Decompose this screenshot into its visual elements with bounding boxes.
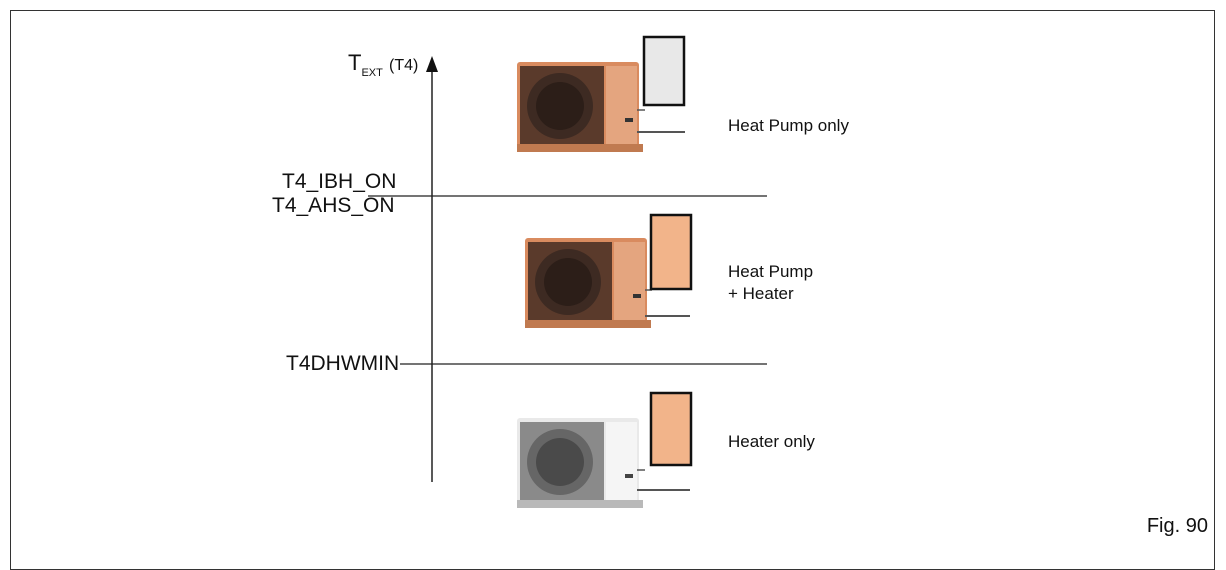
figure-label: Fig. 90: [1147, 515, 1208, 538]
axis-arrow-icon: [426, 56, 438, 72]
water-tank-icon: [651, 215, 691, 289]
water-tank-icon: [651, 393, 691, 465]
threshold-label-ibh: T4_IBH_ON: [282, 170, 396, 194]
threshold-label-ahs: T4_AHS_ON: [272, 194, 395, 218]
water-tank-icon: [644, 37, 684, 105]
threshold-label-dhwmin: T4DHWMIN: [286, 352, 399, 376]
axis-title: TEXT (T4): [348, 50, 418, 76]
axis-symbol: T: [348, 50, 361, 75]
axis-paren: (T4): [389, 57, 418, 74]
diagram-canvas: [0, 0, 1226, 558]
zone-label-heater-only: Heater only: [728, 431, 815, 453]
axis-subscript: EXT: [361, 67, 382, 79]
zone-label-heat-pump-only: Heat Pump only: [728, 115, 849, 137]
zone-label-heat-pump-heater: Heat Pump + Heater: [728, 261, 813, 305]
